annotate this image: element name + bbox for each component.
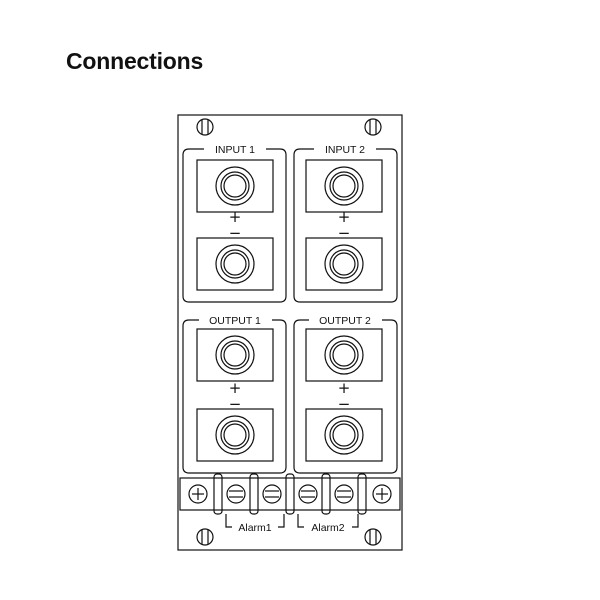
input-1-label: INPUT 1 bbox=[215, 144, 255, 156]
alarm-2-label: Alarm2 bbox=[311, 522, 344, 534]
alarm-2-bracket: Alarm2 bbox=[297, 514, 359, 534]
terminal-alarm1-b-screw-icon[interactable] bbox=[262, 484, 282, 504]
input-2-label: INPUT 2 bbox=[325, 144, 365, 156]
output-2-group: OUTPUT 2 + − bbox=[293, 315, 398, 474]
mount-screw-bottom-left-icon bbox=[196, 528, 214, 546]
output-1-group: OUTPUT 1 + − bbox=[182, 315, 287, 474]
output-2-negative-connector[interactable] bbox=[305, 408, 383, 462]
input-1-positive-sign: + bbox=[229, 208, 242, 226]
terminal-alarm2-a-screw-icon[interactable] bbox=[298, 484, 318, 504]
input-2-negative-sign: − bbox=[338, 224, 351, 242]
output-1-negative-sign: − bbox=[229, 395, 242, 413]
output-1-negative-connector[interactable] bbox=[196, 408, 274, 462]
terminal-alarm1-a-screw-icon[interactable] bbox=[226, 484, 246, 504]
page-title: Connections bbox=[66, 48, 204, 74]
alarm-1-label: Alarm1 bbox=[238, 522, 271, 534]
output-2-label: OUTPUT 2 bbox=[319, 315, 371, 327]
terminal-left-phillips-icon[interactable] bbox=[188, 484, 208, 504]
input-1-group: INPUT 1 + − bbox=[182, 144, 287, 303]
output-1-positive-sign: + bbox=[229, 379, 242, 397]
input-2-negative-connector[interactable] bbox=[305, 237, 383, 291]
input-2-positive-connector[interactable] bbox=[305, 159, 383, 213]
mount-screw-bottom-right-icon bbox=[364, 528, 382, 546]
mount-screw-top-left-icon bbox=[196, 118, 214, 136]
output-1-positive-connector[interactable] bbox=[196, 328, 274, 382]
output-2-positive-sign: + bbox=[338, 379, 351, 397]
panel-outline bbox=[177, 114, 403, 551]
output-2-positive-connector[interactable] bbox=[305, 328, 383, 382]
mount-screw-top-right-icon bbox=[364, 118, 382, 136]
input-1-positive-connector[interactable] bbox=[196, 159, 274, 213]
input-2-positive-sign: + bbox=[338, 208, 351, 226]
output-1-label: OUTPUT 1 bbox=[209, 315, 261, 327]
alarm-1-bracket: Alarm1 bbox=[225, 514, 285, 534]
terminal-block bbox=[179, 473, 401, 515]
input-2-group: INPUT 2 + − bbox=[293, 144, 398, 303]
terminal-right-phillips-icon[interactable] bbox=[372, 484, 392, 504]
output-2-negative-sign: − bbox=[338, 395, 351, 413]
terminal-alarm2-b-screw-icon[interactable] bbox=[334, 484, 354, 504]
input-1-negative-connector[interactable] bbox=[196, 237, 274, 291]
input-1-negative-sign: − bbox=[229, 224, 242, 242]
